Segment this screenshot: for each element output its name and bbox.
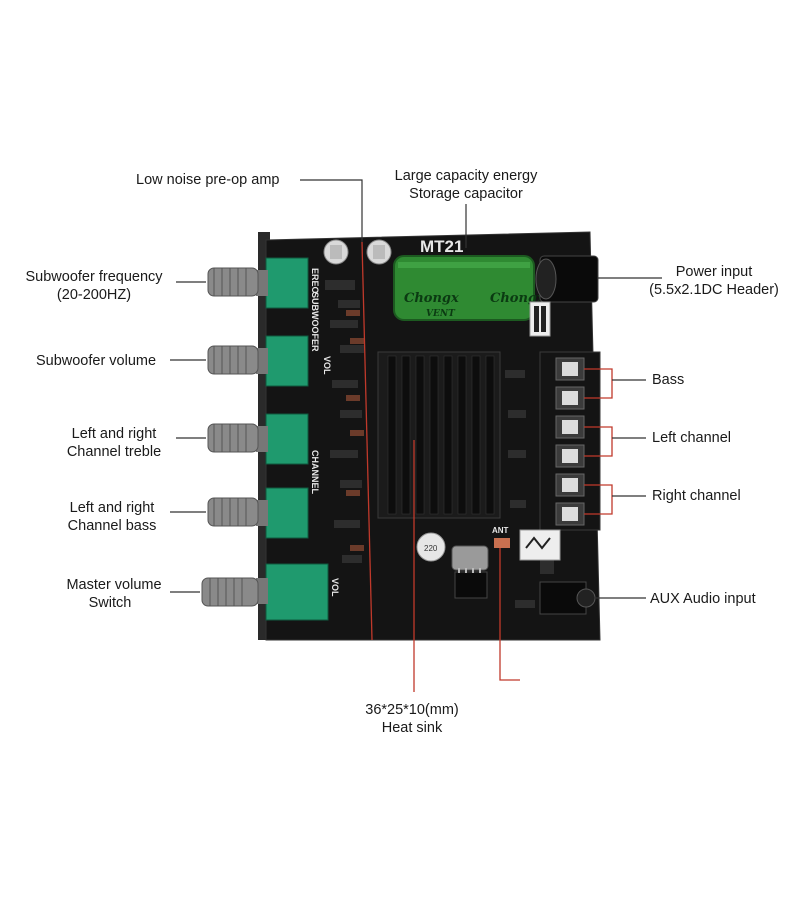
- label-sub-freq-1: Subwoofer frequency: [25, 269, 163, 285]
- label-bass-knob-1: Left and right: [70, 500, 155, 516]
- label-treble-1: Left and right: [72, 426, 157, 442]
- silk-ereo: EREO: [310, 268, 320, 294]
- label-heatsink-2: Heat sink: [382, 720, 443, 736]
- capacitor-vent-text: VENT: [426, 309, 456, 319]
- small-capacitors: [323, 239, 392, 265]
- silk-channel: CHANNEL: [310, 450, 320, 495]
- silk-subwoofer: SUBWOOFER: [310, 292, 320, 352]
- label-master-1: Master volume: [66, 577, 161, 593]
- power-jack: [529, 255, 599, 337]
- label-heatsink-1: 36*25*10(mm): [365, 702, 459, 718]
- label-left-out: Left channel: [652, 430, 731, 446]
- label-treble-2: Channel treble: [67, 444, 161, 460]
- capacitor-brand-text: Chongx: [404, 291, 459, 306]
- board-model-text: MT21: [420, 237, 463, 256]
- label-bass-knob-2: Channel bass: [68, 518, 157, 534]
- label-capacitor-2: Storage capacitor: [409, 186, 523, 202]
- label-sub-vol: Subwoofer volume: [36, 353, 156, 369]
- label-master-2: Switch: [89, 595, 132, 611]
- lower-components: 220 ANT: [416, 526, 596, 615]
- leader-lines: [170, 179, 662, 692]
- label-aux: AUX Audio input: [650, 591, 756, 607]
- label-power-2: (5.5x2.1DC Header): [649, 282, 779, 298]
- antenna-label: ANT: [492, 526, 509, 535]
- label-capacitor-1: Large capacity energy: [395, 168, 538, 184]
- label-right-out: Right channel: [652, 488, 741, 504]
- silk-vol-2: VOL: [330, 578, 340, 597]
- label-preamp: Low noise pre-op amp: [136, 172, 279, 188]
- heat-sink: [377, 351, 501, 519]
- large-capacitor: Chongx Chongx VENT: [393, 255, 545, 321]
- speaker-terminals: [539, 351, 601, 531]
- silk-vol: VOL: [322, 356, 332, 375]
- potentiometers: [201, 257, 329, 621]
- small-cap-label: 220: [424, 544, 438, 553]
- callout-labels: Low noise pre-op amp Large capacity ener…: [25, 168, 778, 736]
- label-bass-out: Bass: [652, 372, 684, 388]
- label-power-1: Power input: [676, 264, 753, 280]
- label-sub-freq-2: (20-200HZ): [57, 287, 131, 303]
